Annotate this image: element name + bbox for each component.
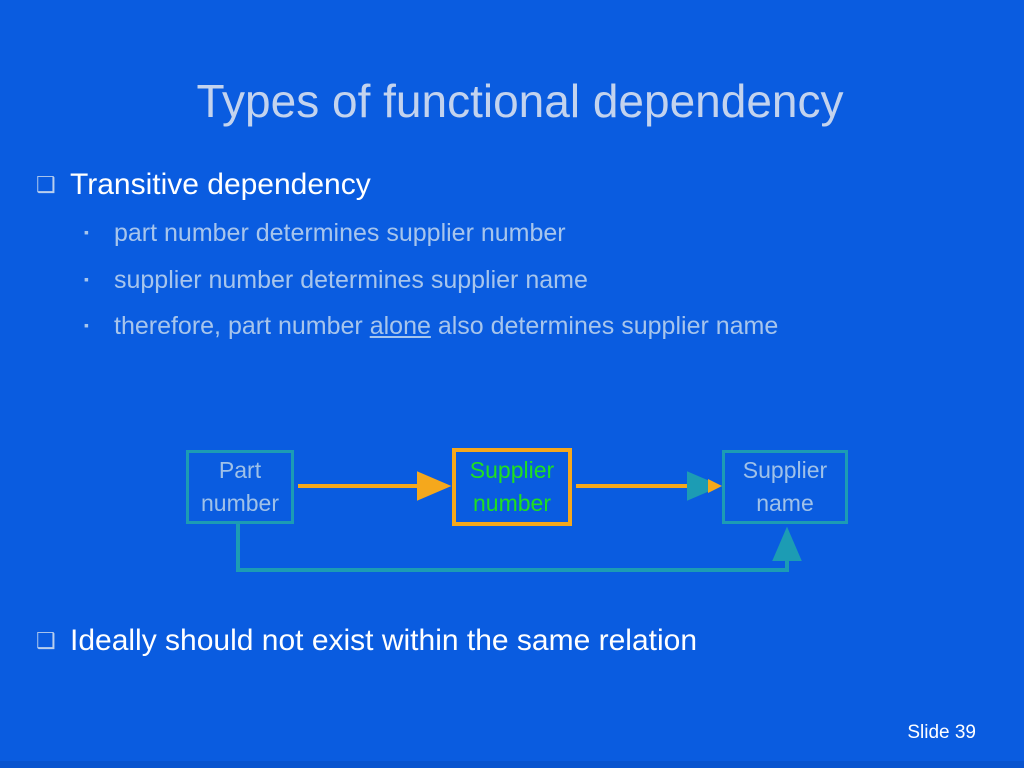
square-filled-bullet-icon: ▪ <box>84 271 89 287</box>
node-label-line2: number <box>201 490 279 516</box>
square-filled-bullet-icon: ▪ <box>84 317 89 333</box>
diagram-node-part-number: Part number <box>186 450 294 524</box>
bullet-ideally-should-not-exist: ❑ Ideally should not exist within the sa… <box>36 624 976 659</box>
node-label-line1: Supplier <box>742 456 828 483</box>
sub-bullet-label: supplier number determines supplier name <box>114 266 588 294</box>
bullet-label: Transitive dependency <box>70 168 371 201</box>
sub-bullet-label: part number determines supplier number <box>114 219 566 247</box>
square-outline-bullet-icon: ❑ <box>36 628 56 653</box>
diagram-connectors <box>236 471 802 572</box>
sub-bullet-part-determines-supplier-number: ▪ part number determines supplier number <box>84 218 964 249</box>
diagram-node-supplier-number: Supplier number <box>452 448 572 526</box>
node-label-line2: name <box>756 490 814 516</box>
transitive-dependency-diagram: Part number Supplier number Supplier nam… <box>160 430 880 590</box>
edge-supplier-number-to-supplier-name-head <box>708 479 722 493</box>
sub-bullet-label: therefore, part number alone also determ… <box>114 311 954 342</box>
node-label-line1: Part <box>218 456 262 483</box>
sub-bullet-text-after: also determines supplier name <box>430 312 779 340</box>
sub-bullet-therefore-part-alone: ▪ therefore, part number alone also dete… <box>84 311 954 342</box>
sub-bullet-text-before: therefore, part number <box>114 312 370 340</box>
node-label-line1: Supplier <box>469 456 555 483</box>
edge-part-to-supplier-name-transitive <box>236 524 802 572</box>
sub-bullet-text-emphasis: alone <box>369 312 431 340</box>
diagram-node-supplier-name: Supplier name <box>722 450 848 524</box>
bullet-transitive-dependency: ❑ Transitive dependency <box>36 168 936 203</box>
sub-bullet-supplier-number-determines-name: ▪ supplier number determines supplier na… <box>84 265 964 296</box>
square-filled-bullet-icon: ▪ <box>84 224 89 240</box>
slide-number: Slide 39 <box>907 722 976 743</box>
page-title: Types of functional dependency <box>196 74 844 127</box>
node-label-line2: number <box>473 490 551 516</box>
bottom-edge-band <box>0 761 1024 768</box>
bullet-label: Ideally should not exist within the same… <box>70 624 698 657</box>
square-outline-bullet-icon: ❑ <box>36 172 56 197</box>
